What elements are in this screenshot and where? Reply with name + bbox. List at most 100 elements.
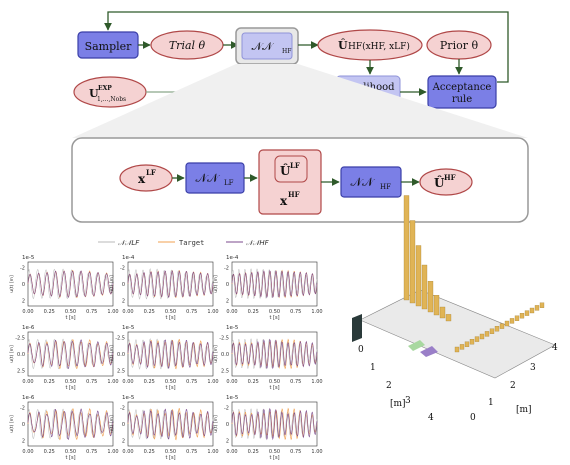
hf-series-line [231,338,318,370]
nn-hf-box [241,32,293,60]
y-tick-label: 0 [22,282,25,288]
x-tick-label: 1.00 [107,309,118,315]
x-tick-label: 0.50 [269,449,280,455]
floor-plate [359,289,556,379]
scale-label: 1e-4 [226,255,239,261]
acceptance-box [427,75,497,109]
scale-label: 1e-5 [226,395,239,401]
right-tick-2: 2 [510,381,516,391]
right-axis-label: [m] [516,405,532,415]
right-tick-4: 4 [552,343,558,353]
hf-series-line [127,339,214,369]
x-tick-label: 0.25 [44,379,55,385]
y-axis-label: u(t) [m] [9,275,15,293]
y-tick-label: 2 [22,439,25,445]
nn-lf-label: 𝒩𝒩 [196,171,221,185]
y-tick-label: 2.5 [221,369,229,375]
y-axis-label: u(t) [m] [109,345,115,363]
x-tick-label: 0.25 [44,309,55,315]
feedback-arrow [104,11,509,83]
y-tick-label: 2 [122,299,125,305]
u-exp-sup: EXP [98,85,112,92]
structure-3d-view: 0 1 2 3 4 [m] 0 1 2 3 4 [m] [352,195,558,423]
lf-series-line [127,337,214,370]
scale-label: 1e-5 [122,325,135,331]
sensor-patch-green [408,340,425,351]
x-axis-label: t [s] [165,455,175,461]
x-tick-label: 0.00 [22,379,33,385]
y-tick-label: 2 [226,439,229,445]
y-tick-label: -2 [20,405,25,411]
x-tick-label: 0.75 [186,449,197,455]
hf-series-line [231,270,318,299]
prior-theta-label: Prior θ [440,39,479,52]
x-tick-label: 0.75 [186,379,197,385]
y-tick-label: 0 [226,422,229,428]
x-tick-label: 0.00 [122,449,133,455]
left-tick-2: 2 [386,381,392,391]
bar [403,195,410,301]
bar [489,328,495,334]
x-axis-label: t [s] [269,455,279,461]
x-tick-label: 1.00 [207,379,218,385]
x-tick-label: 0.00 [226,379,237,385]
x-axis-label: t [s] [165,385,175,391]
zoom-wedge [72,64,528,138]
scale-label: 1e-5 [226,325,239,331]
hf-series-line [27,339,114,370]
u-exp-sub: 1,...,Nobs [97,96,126,103]
scale-label: 1e-5 [122,395,135,401]
y-axis-label: u(t) [m] [9,345,15,363]
scale-label: 1e-6 [22,395,35,401]
sensor-patch-purple [420,346,438,357]
bar [509,318,515,324]
y-tick-label: 0 [226,282,229,288]
y-tick-label: 0.0 [221,352,229,358]
x-tick-label: 0.75 [86,379,97,385]
u-lf-symbol: Û [280,162,291,178]
x-tick-label: 0.75 [86,309,97,315]
y-tick-label: 2.5 [117,369,125,375]
bar [454,346,460,353]
x-tick-label: 0.00 [226,449,237,455]
u-hf-detail-sup: HF [444,173,456,182]
left-tick-0: 0 [358,345,364,355]
x-tick-label: 1.00 [311,449,322,455]
y-axis-label: u(t) [m] [9,415,15,433]
x-tick-label: 1.00 [311,379,322,385]
acceptance-label-1: Acceptance [432,82,492,93]
nn-hf-subscript: HF [282,48,291,55]
y-tick-label: 0.0 [17,352,25,358]
x-tick-label: 0.50 [269,379,280,385]
x-tick-label: 0.00 [122,379,133,385]
x-tick-label: 0.50 [65,309,76,315]
x-hf-symbol: x [280,194,288,208]
x-tick-label: 0.50 [65,449,76,455]
x-tick-label: 1.00 [311,309,322,315]
x-tick-label: 0.50 [269,309,280,315]
x-tick-label: 1.00 [107,379,118,385]
nn-lf-sub: LF [224,179,234,187]
bar [479,333,485,340]
scale-label: 1e-6 [22,325,35,331]
x-tick-label: 0.00 [226,309,237,315]
x-tick-label: 0.50 [65,379,76,385]
bar [415,245,422,307]
x-axis-label: t [s] [165,315,175,321]
nn-hf-detail-label: 𝒩𝒩 [351,175,376,189]
left-tick-4: 4 [428,413,434,423]
x-tick-label: 0.75 [290,379,301,385]
x-tick-label: 0.25 [144,309,155,315]
u-lf-sup: LF [290,161,300,170]
x-tick-label: 1.00 [207,309,218,315]
sampler-label: Sampler [85,40,133,53]
y-axis-label: u(t) [m] [213,345,219,363]
y-tick-label: -2 [120,405,125,411]
x-lf-sup: LF [146,168,156,177]
